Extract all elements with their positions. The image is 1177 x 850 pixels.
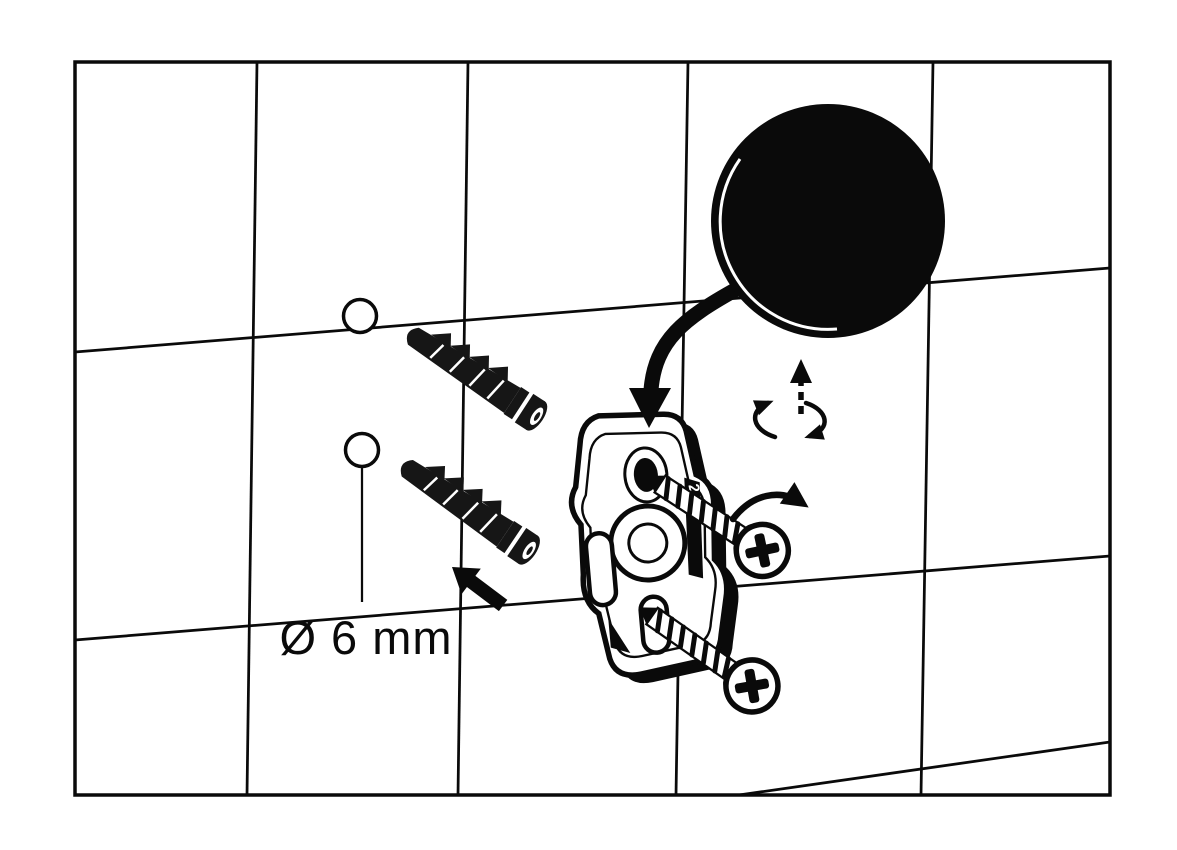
tile-grout-vertical: [245, 62, 259, 795]
tile-grout-horizontal: [729, 740, 1110, 795]
wall-anchor-bottom: [391, 442, 551, 570]
place-cover-arrow-icon: [629, 282, 743, 428]
tighten-rotation-arrow-icon: [729, 482, 809, 523]
drill-hole-bottom: [343, 431, 381, 469]
mounting-plate: 2: [564, 405, 746, 688]
wall-anchor-top: [397, 309, 558, 436]
rotate-gesture-right-icon: [803, 400, 827, 440]
tile-grout-horizontal: [75, 266, 1110, 354]
round-cover-cap: [711, 104, 945, 338]
drill-hole-top: [341, 297, 379, 335]
drill-holes-group: Ø 6 mm: [279, 297, 452, 664]
plate-left-slot: [583, 531, 619, 608]
align-arrow-icon: [790, 359, 812, 414]
tile-grout-vertical: [456, 62, 470, 795]
plate-top-hole-ring: [623, 446, 669, 504]
diameter-label: Ø 6 mm: [279, 611, 452, 664]
wall-border: [73, 60, 1112, 797]
rotate-gesture-left-icon: [752, 400, 778, 440]
plate-center-inner-ring: [627, 522, 669, 564]
insert-arrow-icon: [452, 567, 508, 612]
cover-highlight: [718, 158, 838, 331]
plate-marking-label: 2: [685, 482, 703, 494]
